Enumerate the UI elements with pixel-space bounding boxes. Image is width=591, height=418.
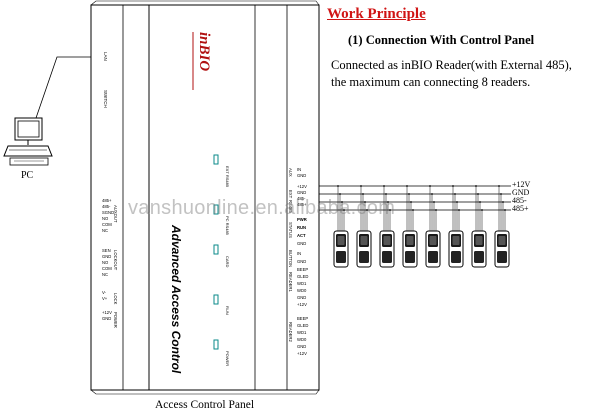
reader2-terminal-label: WD0 [297, 337, 307, 342]
reader-device [494, 185, 510, 268]
left-terminal-label: 485+ [102, 198, 112, 203]
reader-device [448, 185, 464, 268]
reader-group-label: READER1 [288, 272, 293, 292]
left-terminal-label: SEN [102, 248, 111, 253]
reader1-terminal-label: GND [297, 295, 306, 300]
left-group-label: AUXOUT [113, 205, 118, 223]
right-terminal-block: INGND+12VGND485-485+PWRRUNACTGNDINGNDBEE… [297, 167, 308, 356]
left-terminal-label: GND [102, 254, 111, 259]
right-group-label: BUTTON [288, 250, 293, 267]
description: Connected as inBIO Reader(with External … [331, 57, 589, 91]
bus-label-485-minus: 485- [512, 196, 527, 205]
reader2-terminal-label: +12V [297, 351, 307, 356]
right-group-label: EXT [288, 190, 293, 199]
reader2-terminal-label: WD1 [297, 330, 307, 335]
right-terminal-label: IN [297, 251, 301, 256]
left-terminal-label: COM [102, 266, 112, 271]
reader1-terminal-label: BEEP [297, 267, 308, 272]
right-group-label: AUX [288, 168, 293, 177]
pc-connection-line [35, 56, 91, 119]
reader-group-label: READER2 [288, 322, 293, 342]
right-terminal-label: +12V [297, 184, 307, 189]
left-terminal-label: GND [102, 316, 111, 321]
left-terminal-label: COM [102, 222, 112, 227]
inbio-logo: inBIO [192, 32, 212, 90]
left-group-labels: AUXOUT LOCKOUT LOCK POWER [113, 205, 118, 328]
panel-caption: Access Control Panel [155, 399, 255, 411]
left-group-label: LOCK [113, 293, 118, 305]
reader-device [379, 185, 395, 268]
reader2-terminal-label: GLED [297, 323, 308, 328]
right-terminal-label: GND [297, 190, 306, 195]
led-indicator: CARD [213, 244, 230, 267]
right-terminal-label: PWR [297, 217, 307, 222]
description-line: Connected as inBIO Reader(with External … [331, 58, 572, 72]
left-group-label: LOCKOUT [113, 250, 118, 271]
bus-label-12v: +12V [512, 180, 531, 189]
led-indicator: PC RS485 [213, 204, 230, 236]
right-group-label: RS485 [288, 200, 293, 213]
access-control-panel [90, 0, 320, 395]
left-terminal-label: NO [102, 260, 109, 265]
led-indicator: POWER [213, 339, 230, 366]
reader-device [356, 185, 372, 268]
left-terminal-label: +12V [102, 310, 112, 315]
right-terminal-label: GND [297, 173, 306, 178]
reader1-terminal-label: +12V [297, 302, 307, 307]
description-line: the maximum can connecting 8 readers. [331, 75, 531, 89]
left-terminal-label: V- [102, 290, 107, 295]
left-terminal-label: V+ [102, 296, 108, 301]
left-group-label: POWER [113, 312, 118, 328]
led-label: RUN [225, 306, 230, 315]
switch-port-label: SWITCH [103, 90, 108, 108]
led-label: PC RS485 [225, 216, 230, 236]
right-terminal-label: GND [297, 259, 306, 264]
reader2-terminal-label: BEEP [297, 316, 308, 321]
section-subtitle: (1) Connection With Control Panel [348, 33, 535, 47]
right-terminal-label: 485+ [297, 202, 307, 207]
reader2-terminal-label: GND [297, 344, 306, 349]
product-name: Advanced Access Control [169, 224, 183, 374]
left-terminal-block: 485+485-SGNDNOCOMNCSENGNDNOCOMNCV-V++12V… [102, 198, 114, 321]
page-title: Work Principle [327, 6, 426, 22]
reader1-terminal-label: WD0 [297, 288, 307, 293]
lan-port-label: LAN [103, 52, 108, 61]
pc-label: PC [21, 170, 34, 181]
bus-label-gnd: GND [512, 188, 530, 197]
rs485-bus [319, 185, 511, 211]
left-terminal-label: NC [102, 272, 108, 277]
led-indicator: RUN [213, 294, 230, 315]
left-terminal-label: SGND [102, 210, 114, 215]
reader-row [333, 185, 510, 268]
led-indicator: EXT RS485 [213, 154, 230, 188]
reader-device [471, 185, 487, 268]
left-terminal-label: 485- [102, 204, 111, 209]
right-terminal-label: 485- [297, 196, 306, 201]
reader-device [425, 185, 441, 268]
brand-text: inBIO [196, 32, 212, 71]
led-label: CARD [225, 256, 230, 267]
reader-device [333, 185, 349, 268]
left-terminal-label: NC [102, 228, 108, 233]
right-terminal-label: RUN [297, 225, 306, 230]
reader-device [402, 185, 418, 268]
watermark: vanshuonline.en.alibaba.com [128, 197, 396, 219]
led-label: EXT RS485 [225, 166, 230, 188]
left-terminal-label: NO [102, 216, 109, 221]
right-terminal-label: IN [297, 167, 301, 172]
pc-icon [3, 117, 53, 166]
right-terminal-label: ACT [297, 233, 306, 238]
reader1-terminal-label: WD1 [297, 281, 307, 286]
led-label: POWER [225, 351, 230, 366]
right-terminal-label: GND [297, 241, 306, 246]
right-group-label: STATUS [288, 222, 293, 238]
reader1-terminal-label: GLED [297, 274, 308, 279]
bus-label-485-plus: 485+ [512, 204, 529, 213]
